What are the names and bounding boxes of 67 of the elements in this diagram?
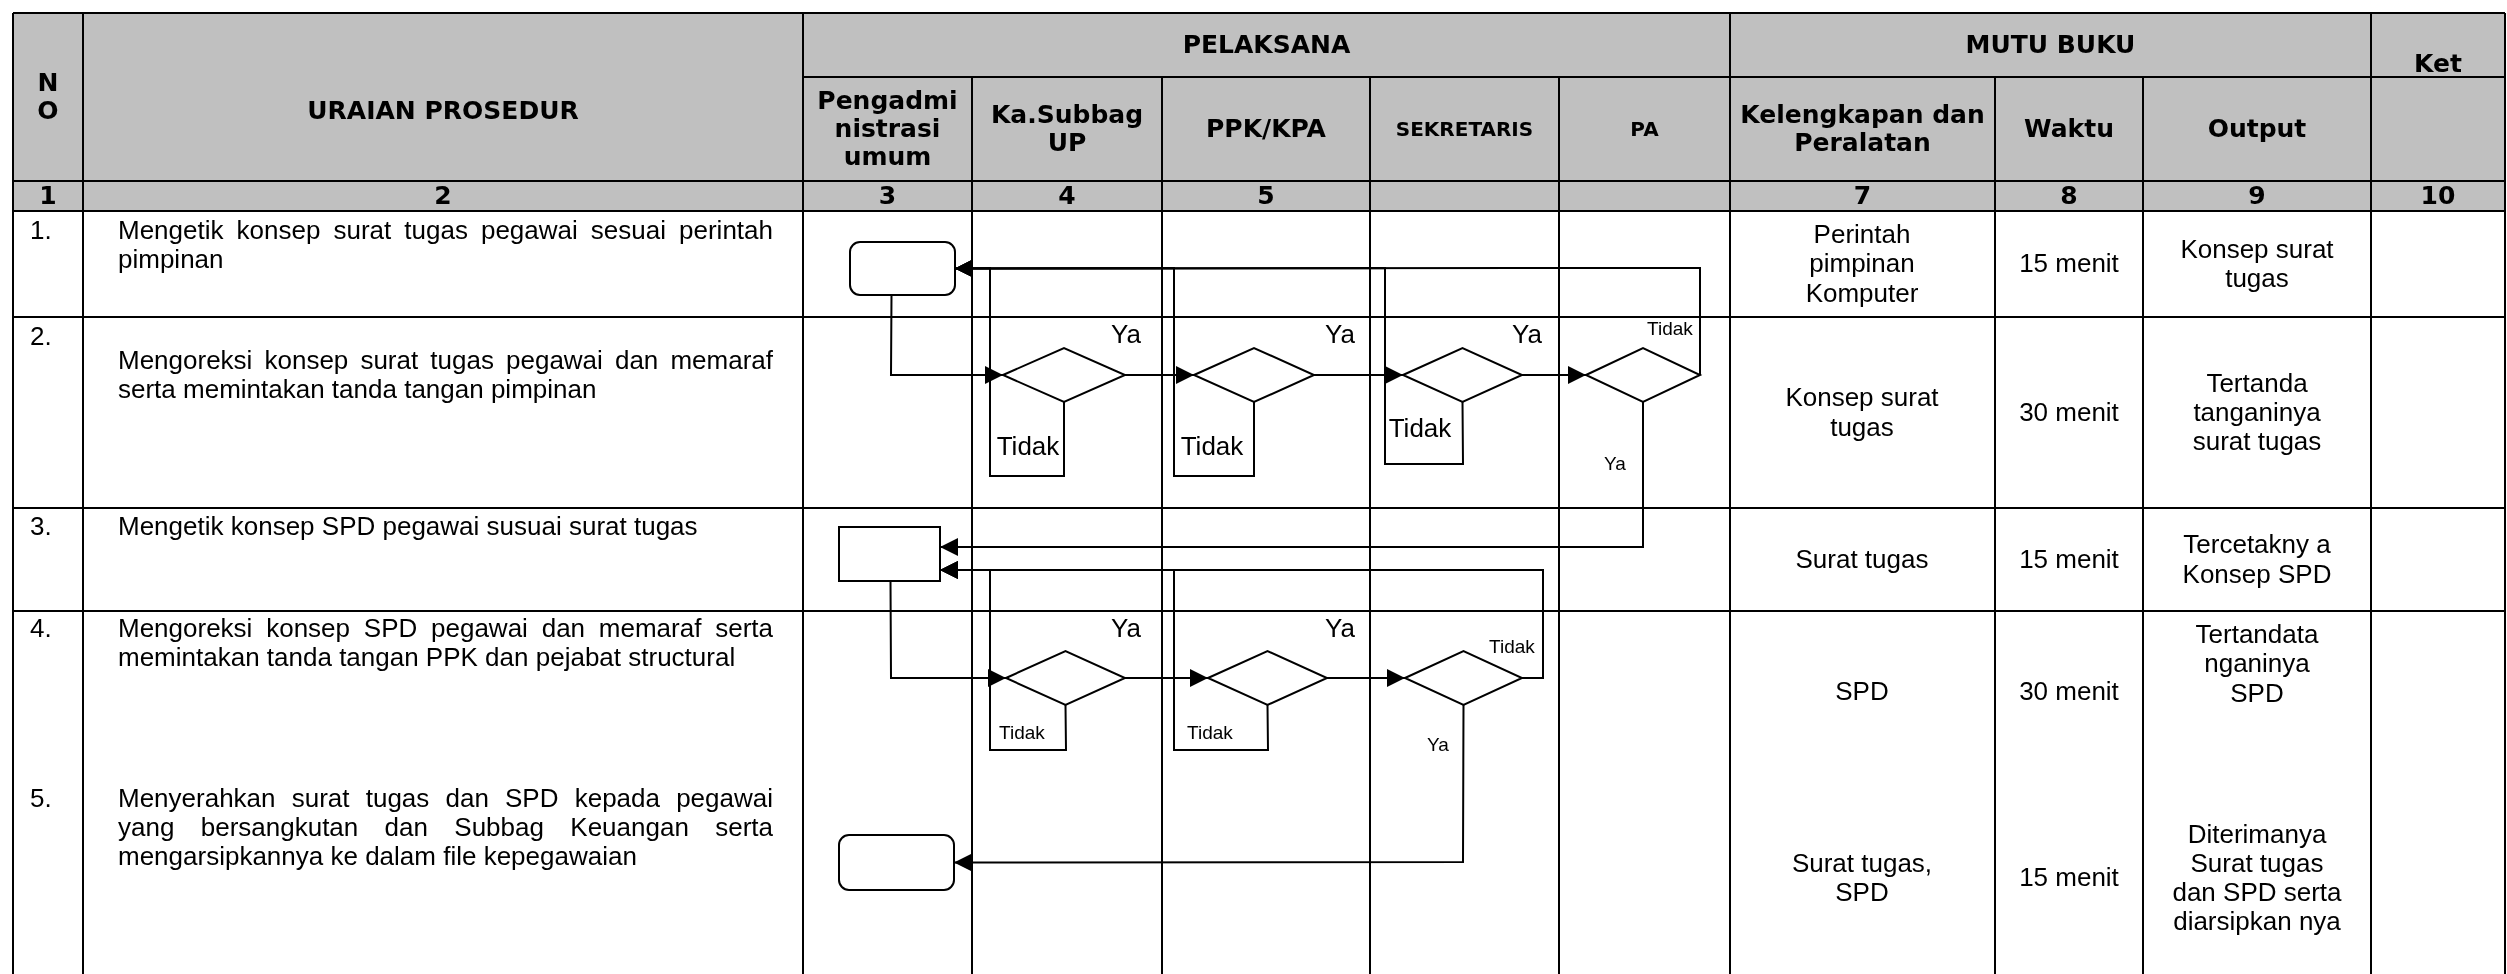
column-header: Kelengkapan dan Peralatan xyxy=(1740,101,1985,157)
column-header: 8 xyxy=(2060,182,2078,210)
column-header: Ket xyxy=(2414,50,2462,78)
table-text: Tercetakny a Konsep SPD xyxy=(2181,530,2333,589)
column-header: 9 xyxy=(2248,182,2266,210)
column-header: Output xyxy=(2207,115,2307,143)
procedure-text: Mengoreksi konsep SPD pegawai dan memaraf serta memintakan tanda tangan PPK dan pejabat structural xyxy=(118,614,773,673)
column-header: 3 xyxy=(878,182,897,210)
column-header: PPK/KPA xyxy=(1206,115,1326,143)
table-text: 15 menit xyxy=(2019,249,2119,279)
table-text: Surat tugas xyxy=(1795,544,1929,575)
row-number: 1. xyxy=(30,216,52,246)
arrow xyxy=(1313,366,1404,384)
row-number: 5. xyxy=(30,784,52,814)
decision-diamond xyxy=(1400,346,1525,404)
column-header: SEKRETARIS xyxy=(1395,117,1534,141)
procedure-text: Mengetik konsep surat tugas pegawai sesuai perintah pimpinan xyxy=(118,216,773,275)
arrow xyxy=(890,294,1004,384)
terminator-box xyxy=(849,241,956,296)
table-text: Tertanda tanganinya surat tugas xyxy=(2191,368,2323,457)
column-header: Waktu xyxy=(2024,115,2114,143)
decision-diamond xyxy=(1205,649,1330,707)
column-header: PA xyxy=(1630,117,1659,141)
column-header: 4 xyxy=(1058,182,1076,210)
table-text: Konsep surat tugas xyxy=(1784,383,1940,442)
column-header: 7 xyxy=(1853,182,1872,210)
terminator-box xyxy=(838,834,955,891)
column-header: N O xyxy=(36,69,60,125)
arrow xyxy=(1124,669,1209,687)
process-box xyxy=(838,526,941,582)
table-text: Diterimanya Surat tugas dan SPD serta diarsipkan nya xyxy=(2171,819,2343,937)
arrow xyxy=(1521,366,1587,384)
column-header: 1 xyxy=(39,182,57,210)
procedure-text: Mengetik konsep SPD pegawai susuai surat tugas xyxy=(118,512,698,542)
procedure-text: Menyerahkan surat tugas dan SPD kepada pegawai yang bersangkutan dan Subbag Keuangan serta mengarsipkannya ke dalam file kepegawaian xyxy=(118,784,773,872)
row-number: 4. xyxy=(30,614,52,644)
table-text: 15 menit xyxy=(2019,544,2119,575)
column-header: 10 xyxy=(2420,182,2456,210)
table-text: 30 menit xyxy=(2019,397,2119,428)
table-text: 15 menit xyxy=(2019,863,2119,893)
column-header: PELAKSANA xyxy=(1182,31,1351,59)
table-text: Surat tugas, SPD xyxy=(1790,848,1934,908)
column-header: Pengadmi nistrasi umum xyxy=(817,87,958,171)
column-header: MUTU BUKU xyxy=(1965,31,2136,59)
decision-diamond xyxy=(1000,346,1128,404)
row-number: 3. xyxy=(30,512,52,542)
arrow xyxy=(954,259,1701,376)
table-text: 30 menit xyxy=(2019,677,2119,707)
column-header: 2 xyxy=(434,182,452,210)
arrow xyxy=(953,704,1465,872)
column-header: 5 xyxy=(1257,182,1275,210)
arrow xyxy=(889,580,1007,687)
arrow xyxy=(1326,669,1406,687)
column-header: Ka.Subbag UP xyxy=(990,101,1144,157)
decision-diamond xyxy=(1583,346,1703,404)
column-header: URAIAN PROSEDUR xyxy=(307,96,579,125)
decision-diamond xyxy=(1191,346,1317,404)
table-text: Perintah pimpinan Komputer xyxy=(1804,220,1920,308)
arrow xyxy=(1124,366,1195,384)
decision-diamond xyxy=(1003,649,1128,707)
table-text: SPD xyxy=(1835,677,1889,707)
arrow xyxy=(939,401,1644,556)
row-number: 2. xyxy=(30,322,52,352)
procedure-text: Mengoreksi konsep surat tugas pegawai dan memaraf serta memintakan tanda tangan pimpinan xyxy=(118,346,773,405)
table-text: Tertandata nganinya SPD xyxy=(2194,620,2320,708)
arrow xyxy=(939,561,1544,679)
table-text: Konsep surat tugas xyxy=(2179,234,2335,294)
